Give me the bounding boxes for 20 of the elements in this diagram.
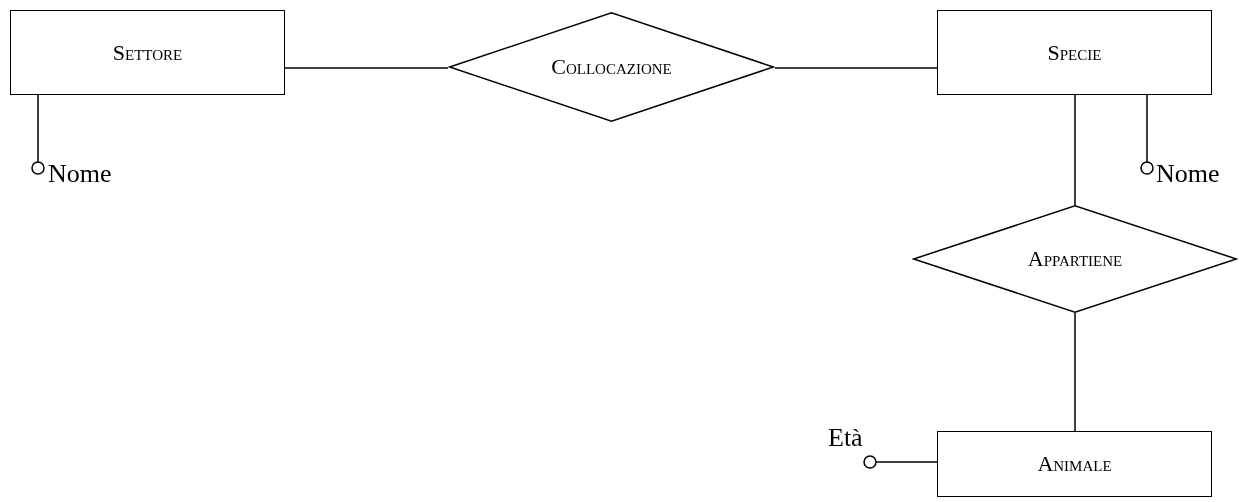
connector-line [1074, 312, 1076, 432]
attribute-connector [863, 455, 938, 469]
connector-line [774, 67, 938, 69]
relationship-diamond [912, 205, 1238, 313]
relationship-name: Appartiene [1027, 246, 1123, 272]
entity-name: Animale [1037, 451, 1112, 477]
relationship-name: Collocazione [551, 54, 672, 80]
connector-line [284, 67, 449, 69]
entity-box [937, 10, 1212, 95]
relationship-diamond [448, 12, 775, 122]
entity-name: Specie [1047, 39, 1102, 66]
connector-line [1074, 94, 1076, 206]
attribute-name: Età [828, 423, 863, 453]
attribute-connector [31, 94, 45, 175]
attribute-name: Nome [48, 159, 112, 189]
entity-box [937, 431, 1212, 497]
entity-box [10, 10, 285, 95]
attribute-name: Nome [1156, 159, 1220, 189]
attribute-connector [1140, 94, 1154, 175]
entity-name: Settore [112, 39, 183, 66]
